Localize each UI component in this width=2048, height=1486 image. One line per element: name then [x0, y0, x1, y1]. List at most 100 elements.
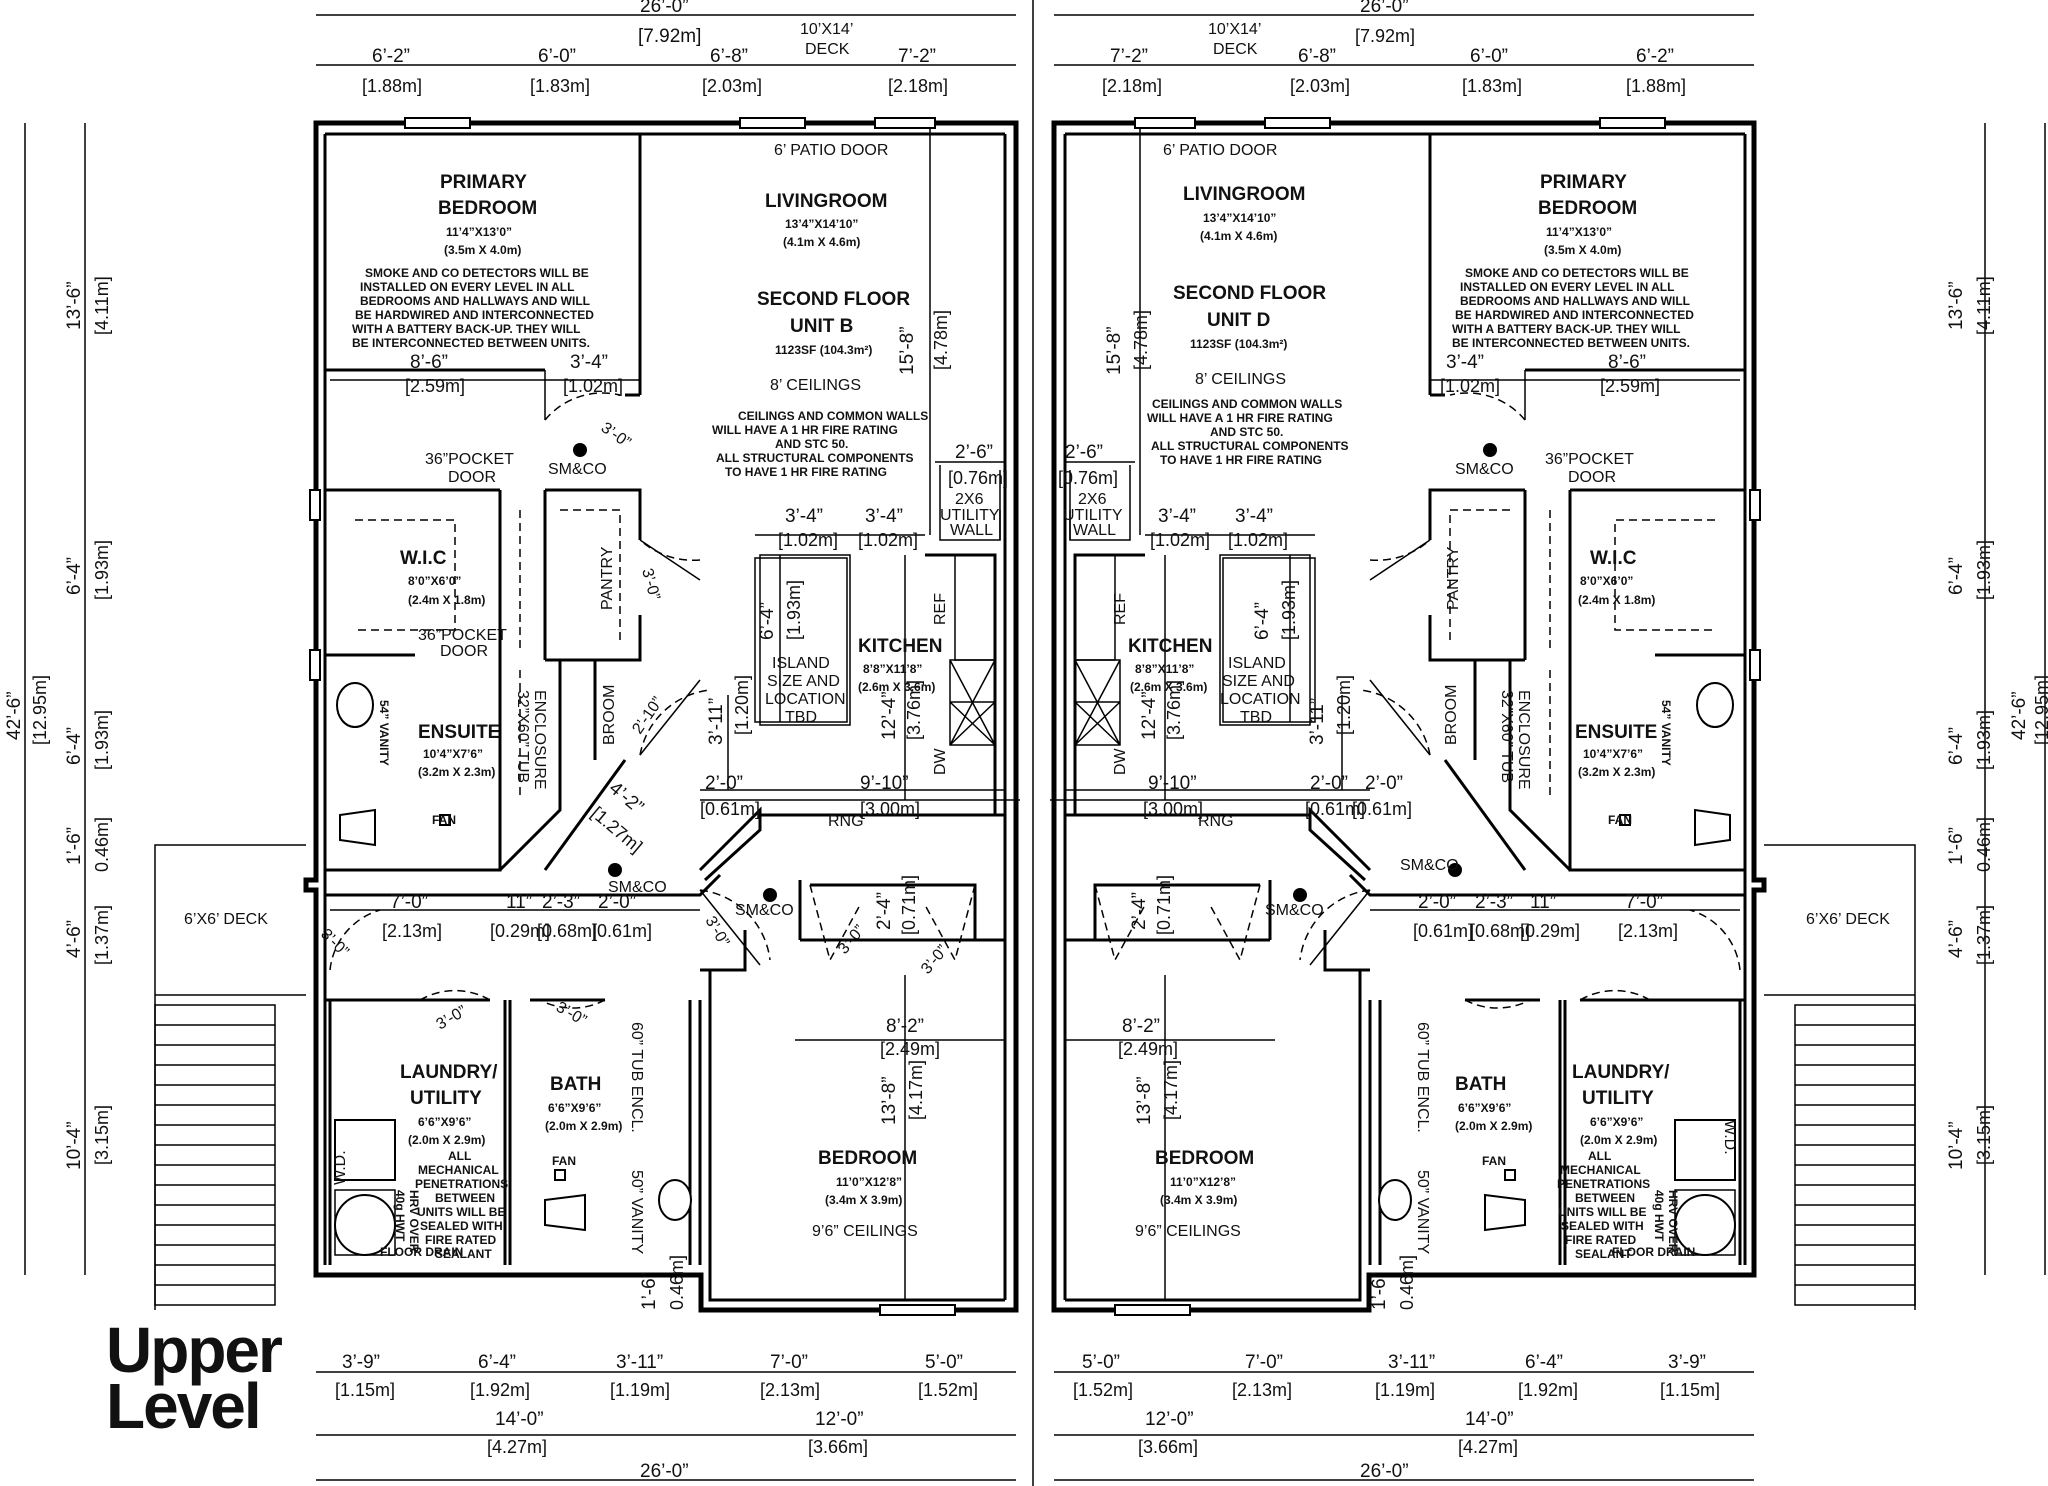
ref: REF	[932, 593, 949, 625]
bottom-dim-r1: 5’-0”	[1082, 1352, 1120, 1373]
mech-8: SEALANT	[435, 1247, 492, 1261]
deck-top-right: 10’X14’	[1208, 21, 1261, 38]
smoke-d-3: BEDROOMS AND HALLWAYS AND WILL	[1460, 294, 1690, 308]
dim-j-m: [3.00m]	[860, 799, 920, 819]
door-210: 2’-10”	[629, 694, 666, 737]
dim-i-m-d-1: [0.61m]	[1305, 799, 1365, 819]
smco-d-2: SM&CO	[1400, 857, 1459, 874]
fan-bath-d: FAN	[1482, 1154, 1506, 1168]
dim-n-m: [0.29m]	[490, 921, 550, 941]
dim-i-2: 2’-0”	[598, 892, 636, 913]
dim-e-m-d-2: [1.02m]	[1228, 530, 1288, 550]
dim-e-m-d-1: [1.02m]	[1150, 530, 1210, 550]
side-dim-6: 10’-4”	[64, 1121, 85, 1170]
door-30-f: 3’-0”	[553, 999, 589, 1030]
top-dim-m-1: [1.88m]	[362, 76, 422, 96]
door-30-h: 3’-0”	[918, 942, 952, 977]
dim-d-d: 2’-6”	[1065, 442, 1103, 463]
bottom-dim-2: 6’-4”	[478, 1352, 516, 1373]
island-d-4: TBD	[1240, 709, 1272, 726]
unit-b-title: UNIT B	[790, 316, 853, 337]
pocket-door-2b: DOOR	[440, 643, 488, 660]
dim-g: 3’-11”	[706, 698, 727, 745]
primary-d-m: (3.5m X 4.0m)	[1544, 243, 1621, 257]
dim-b-d: 3’-4”	[1446, 352, 1484, 373]
broom-d: BROOM	[1443, 685, 1460, 745]
dim-b: 3’-4”	[570, 352, 608, 373]
util-d-1: 2X6	[1078, 491, 1107, 508]
side-dim-r-4: 1’-6”	[1946, 827, 1967, 865]
dim-e-d-1: 3’-4”	[1158, 506, 1196, 527]
bottom-dim-m-r2: [2.13m]	[1232, 1380, 1292, 1400]
vanity50: 50” VANITY	[628, 1170, 645, 1255]
side-dim-m-5: [1.37m]	[92, 905, 112, 965]
dim-i-m-d-2: [0.61m]	[1352, 799, 1412, 819]
side-dim-m-r-2: [1.93m]	[1974, 540, 1994, 600]
bedroom-title: BEDROOM	[818, 1148, 917, 1169]
bath-d-size: 6’6”X9’6”	[1458, 1101, 1511, 1115]
ensuite-title: ENSUITE	[418, 722, 500, 743]
bottom-dim-3: 3’-11”	[616, 1352, 663, 1373]
side-dim-m-6: [3.15m]	[92, 1105, 112, 1165]
dim-i-m-2: [0.61m]	[592, 921, 652, 941]
smoke-d-1: SMOKE AND CO DETECTORS WILL BE	[1465, 266, 1689, 280]
living-d: LIVINGROOM	[1183, 184, 1305, 205]
overall-width-right: 26’-0”	[1360, 0, 1409, 17]
pantry: PANTRY	[599, 546, 616, 610]
bottom-dim-r2: 7’-0”	[1245, 1352, 1283, 1373]
island-1: ISLAND	[772, 655, 830, 672]
bottom-total-2: 12’-0”	[815, 1409, 864, 1430]
dim-n-m-d: [0.29m]	[1520, 921, 1580, 941]
vanity50-d: 50” VANITY	[1414, 1170, 1431, 1255]
overall-width-bottom-left: 26’-0”	[640, 1461, 689, 1482]
dim-o-m: [0.68m]	[537, 921, 597, 941]
dim-q-m-d: [4.17m]	[1161, 1060, 1181, 1120]
island-d-2: SIZE AND	[1222, 673, 1295, 690]
smoke-d-6: BE INTERCONNECTED BETWEEN UNITS.	[1452, 336, 1690, 350]
wic-size: 8’0”X6’0”	[408, 574, 461, 588]
primary-d-1: PRIMARY	[1540, 172, 1627, 193]
ceil8-d: 8’ CEILINGS	[1195, 371, 1286, 388]
smco-3: SM&CO	[735, 902, 794, 919]
top-dim-m-r4: [1.88m]	[1626, 76, 1686, 96]
dim-a-m: [2.59m]	[405, 376, 465, 396]
wd-d: W.D.	[1721, 1120, 1738, 1155]
laundry-size: 6’6”X9’6”	[418, 1115, 471, 1129]
mech-d-6: SEALED WITH	[1561, 1219, 1644, 1233]
mech-d-4: BETWEEN	[1575, 1191, 1635, 1205]
dim-p-d: 8’-2”	[1122, 1016, 1160, 1037]
dim-f-d: 6’-4”	[1252, 602, 1273, 640]
bottom-dim-1: 3’-9”	[342, 1352, 380, 1373]
deck-top2-left: DECK	[805, 41, 850, 58]
ceil96-d: 9’6” CEILINGS	[1135, 1223, 1241, 1240]
dim-p: 8’-2”	[886, 1016, 924, 1037]
tub-2: ENCLOSURE	[531, 690, 548, 790]
overall-depth-left: 42’-6”	[4, 691, 25, 740]
top-dim-1: 6’-2”	[372, 46, 410, 67]
side-dim-m-2: [1.93m]	[92, 540, 112, 600]
dim-l-m: [2.13m]	[382, 921, 442, 941]
dim-r: 2’-4”	[874, 892, 895, 930]
small-deck-left: 6’X6’ DECK	[184, 911, 268, 928]
bottom-total-r2: 14’-0”	[1465, 1409, 1514, 1430]
mech-3: PENETRATIONS	[415, 1177, 508, 1191]
dim-b-m-d: [1.02m]	[1440, 376, 1500, 396]
top-dim-4: 7’-2”	[898, 46, 936, 67]
side-dim-5: 4’-6”	[64, 920, 85, 958]
side-dim-r-3: 6’-4”	[1946, 727, 1967, 765]
dim-h-d: 12’-4”	[1139, 691, 1160, 740]
kitchen-d-m: (2.6m X 3.6m)	[1130, 680, 1207, 694]
dim-i: 2’-0”	[705, 773, 743, 794]
fire-d-2: WILL HAVE A 1 HR FIRE RATING	[1147, 411, 1333, 425]
top-dim-m-r3: [1.83m]	[1462, 76, 1522, 96]
pocket-door-1b: DOOR	[448, 469, 496, 486]
mech-d-2: MECHANICAL	[1560, 1163, 1641, 1177]
overall-depth-m-right: [12.95m]	[2032, 675, 2048, 745]
patio-door-b: 6’ PATIO DOOR	[774, 142, 888, 159]
living-size: 13’4”X14’10”	[785, 217, 858, 231]
tub-d-2: ENCLOSURE	[1515, 690, 1532, 790]
dim-bottom-16-m-d: 0.46m]	[1397, 1255, 1417, 1310]
laundry-m: (2.0m X 2.9m)	[408, 1133, 485, 1147]
dim-c-d: 15’-8”	[1104, 326, 1125, 375]
dim-e-m-1: [1.02m]	[778, 530, 838, 550]
